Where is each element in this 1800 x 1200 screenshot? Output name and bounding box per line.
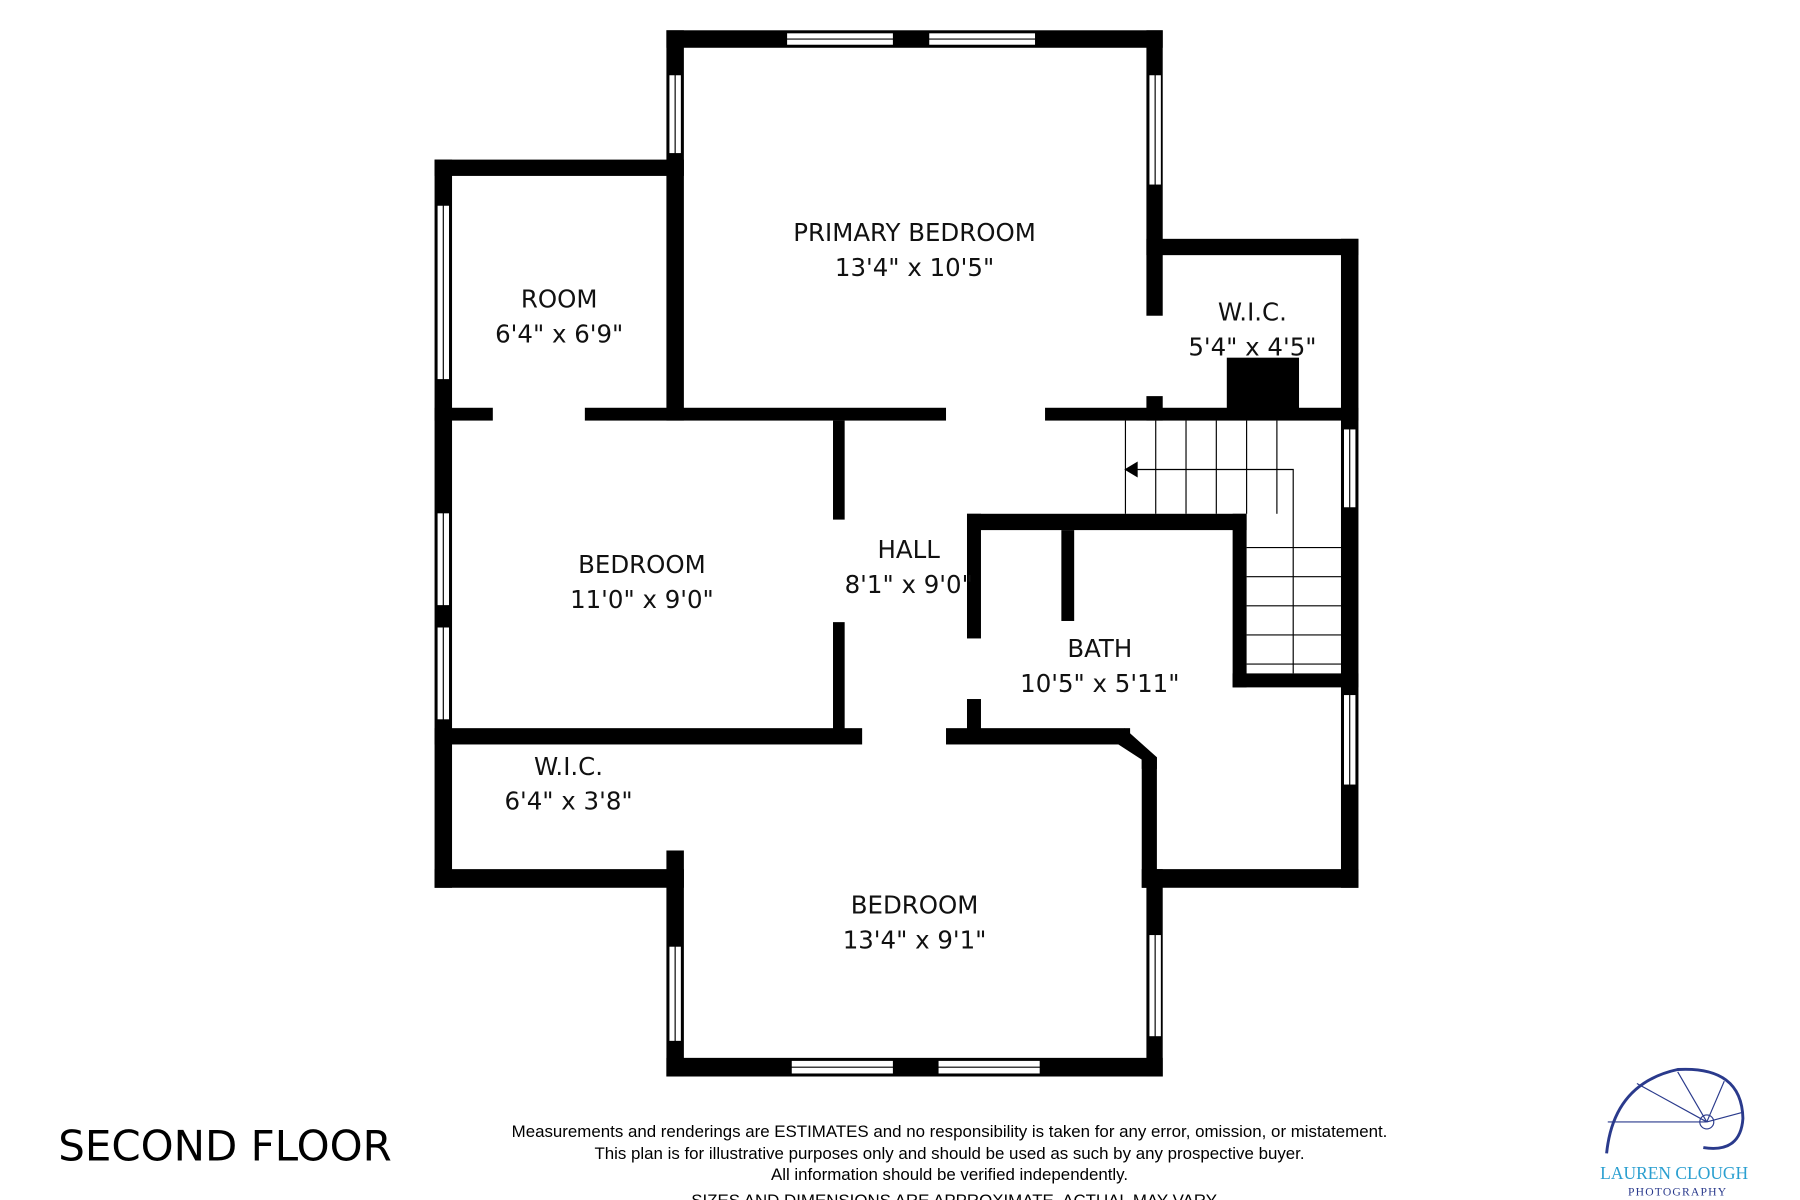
room-size: 5'4" x 4'5" bbox=[1188, 332, 1316, 361]
room-size: 13'4" x 9'1" bbox=[843, 925, 987, 954]
disclaimer: Measurements and renderings are ESTIMATE… bbox=[512, 1122, 1388, 1200]
room-size: 13'4" x 10'5" bbox=[835, 253, 994, 282]
windows bbox=[436, 31, 1357, 1075]
floor-title: SECOND FLOOR bbox=[58, 1121, 392, 1170]
room-size: 8'1" x 9'0" bbox=[845, 570, 973, 599]
spiral-stair-logo-icon bbox=[1605, 1067, 1745, 1154]
room-size: 10'5" x 5'11" bbox=[1020, 669, 1179, 698]
disclaimer-line: This plan is for illustrative purposes o… bbox=[594, 1144, 1304, 1163]
room-labels: PRIMARY BEDROOM 13'4" x 10'5" ROOM 6'4" … bbox=[495, 218, 1316, 954]
disclaimer-line: Measurements and renderings are ESTIMATE… bbox=[512, 1122, 1388, 1141]
stairs bbox=[1124, 420, 1341, 674]
room-name: BATH bbox=[1067, 634, 1132, 663]
disclaimer-line: SIZES AND DIMENSIONS ARE APPROXIMATE, AC… bbox=[691, 1191, 1219, 1200]
room-name: W.I.C. bbox=[534, 752, 603, 781]
logo-name: LAUREN CLOUGH bbox=[1600, 1163, 1748, 1183]
room-name: ROOM bbox=[521, 285, 598, 314]
room-size: 6'4" x 6'9" bbox=[495, 320, 623, 349]
room-size: 11'0" x 9'0" bbox=[570, 585, 714, 614]
room-name: HALL bbox=[878, 535, 941, 564]
room-name: W.I.C. bbox=[1218, 297, 1287, 326]
logo: LAUREN CLOUGH PHOTOGRAPHY bbox=[1600, 1067, 1749, 1198]
disclaimer-line: All information should be verified indep… bbox=[771, 1165, 1128, 1184]
room-name: BEDROOM bbox=[851, 890, 979, 919]
room-name: PRIMARY BEDROOM bbox=[793, 218, 1036, 247]
walls bbox=[434, 30, 1359, 1077]
logo-sub: PHOTOGRAPHY bbox=[1628, 1185, 1727, 1198]
room-name: BEDROOM bbox=[578, 550, 706, 579]
room-size: 6'4" x 3'8" bbox=[504, 787, 632, 816]
